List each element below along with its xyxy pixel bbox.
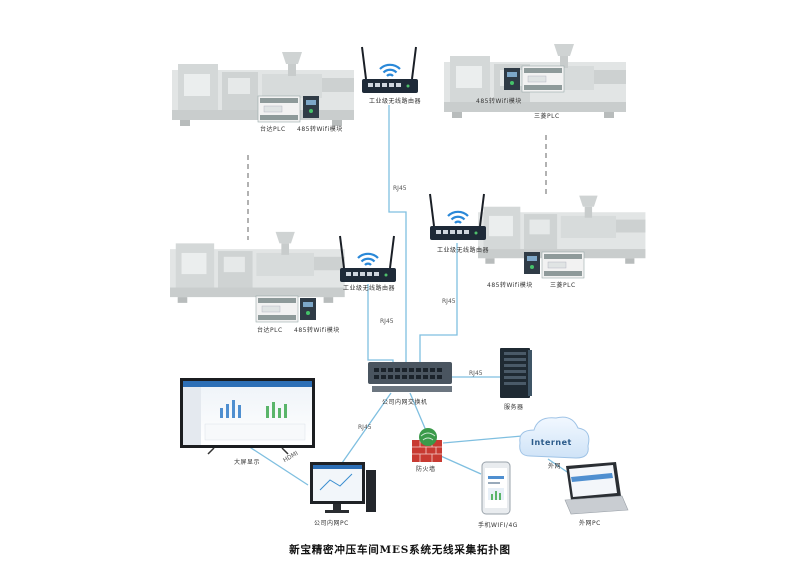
link-cloud [442,435,523,444]
link-hdmi [247,445,309,486]
internet-cloud [519,416,590,459]
rj45-label-pc: RJ45 [358,424,372,431]
rj45-label-server: RJ45 [469,370,483,377]
mobile-label: 手机WIFI/4G [478,522,518,529]
plc-label-4: 台达PLC [257,327,283,334]
plc-label-2: 三菱PLC [534,113,560,120]
machine-4 [170,231,345,303]
network-switch [368,362,452,392]
plc-label-1: 台达PLC [260,126,286,133]
plc-device-1 [257,95,301,123]
wifi-module-4 [300,298,316,320]
plc-device-4 [255,295,299,323]
big-screen-label: 大屏显示 [234,459,261,466]
network-links [247,105,577,486]
office-pc-label: 公司内网PC [314,520,349,527]
wifi-module-2 [504,68,520,90]
wifi-module-label-4: 485转Wifi模块 [294,327,340,334]
rj45-label-left: RJ45 [380,318,394,325]
server-tower [500,348,532,398]
switch-label: 公司内网交换机 [382,399,428,406]
server-label: 服务器 [504,404,524,411]
plc-device-2 [521,65,565,93]
mobile-phone [481,461,511,515]
link-office-pc [341,392,392,464]
link-left-router [367,284,394,362]
external-net-label: 外网 [548,463,562,470]
rj45-label-top: RJ45 [393,185,407,192]
wifi-module-1 [303,96,319,118]
router-mid-left [338,234,398,284]
router-top [360,45,420,95]
firewall-icon [412,428,442,462]
plc-label-3: 三菱PLC [550,282,576,289]
link-right-router [419,243,458,362]
big-screen-display [180,378,315,455]
plc-device-3 [541,251,585,279]
wifi-module-label-3: 485转Wifi模块 [487,282,533,289]
router-mid-right-label: 工业级无线路由器 [437,247,490,254]
wifi-module-3 [524,252,540,274]
router-mid-right [428,192,488,242]
external-laptop [564,462,629,515]
link-firewall [409,392,428,434]
link-top-router [388,105,407,362]
rj45-label-right: RJ45 [442,298,456,305]
wifi-module-label-1: 485转Wifi模块 [297,126,343,133]
wifi-module-label-2: 485转Wifi模块 [476,98,522,105]
internet-label: Internet [531,438,572,447]
router-mid-left-label: 工业级无线路由器 [343,285,396,292]
firewall-label: 防火墙 [416,466,436,473]
diagram-caption: 新宝精密冲压车间MES系统无线采集拓扑图 [289,544,511,556]
router-top-label: 工业级无线路由器 [369,98,422,105]
external-pc-label: 外网PC [579,520,601,527]
dashed-links [247,135,547,240]
office-pc [310,462,376,513]
